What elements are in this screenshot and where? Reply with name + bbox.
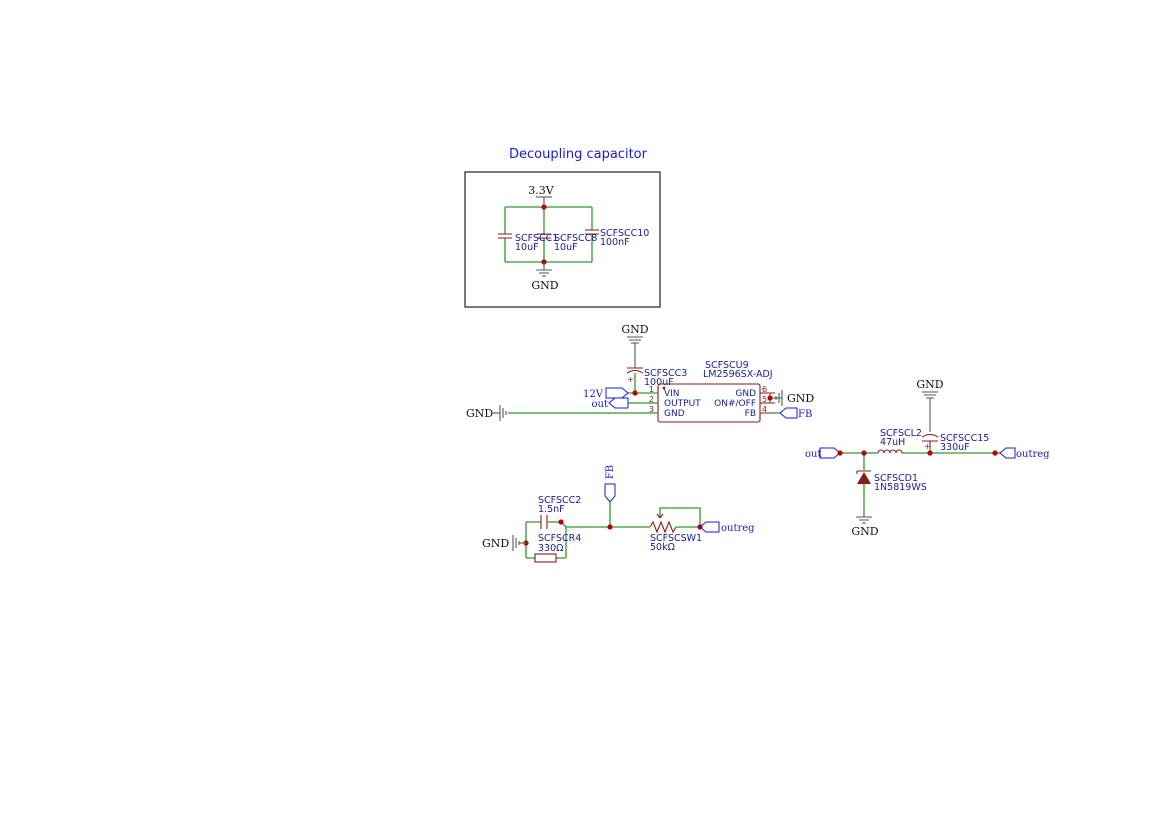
c15-value: 330uF bbox=[940, 442, 970, 453]
sw1-value: 50kΩ bbox=[650, 542, 675, 553]
c3-value: 100uF bbox=[644, 377, 674, 388]
pin-name-output: OUTPUT bbox=[664, 399, 701, 409]
power-label-3v3: 3.3V bbox=[528, 184, 554, 197]
pin-name-onoff: ON#/OFF bbox=[714, 399, 756, 409]
diode-d1-symbol bbox=[857, 472, 871, 484]
feedback-block: FB SCFSCC2 1.5nF SCFSCR4 330Ω SCFSCSW1 5… bbox=[482, 465, 755, 563]
pin-number-5: 5 bbox=[762, 395, 767, 404]
net-label-fb: FB bbox=[605, 465, 616, 479]
polarity-plus: + bbox=[924, 442, 931, 451]
net-flag-out bbox=[819, 447, 841, 459]
junction-dot bbox=[767, 395, 773, 401]
net-flag-fb bbox=[779, 407, 798, 419]
output-stage: out SCFSCL2 47uH GND + SCFSCC15 330uF ou… bbox=[805, 378, 1050, 538]
d1-ref: SCFSCD1 bbox=[874, 473, 918, 484]
net-label-out: out bbox=[592, 399, 608, 410]
sw1-ref: SCFSCSW1 bbox=[650, 533, 702, 544]
net-label-fb: FB bbox=[798, 409, 812, 420]
gnd-symbol bbox=[536, 269, 552, 277]
gnd-label-bottom: GND bbox=[851, 525, 878, 538]
gnd-symbol-bottom bbox=[856, 510, 872, 524]
pin-name-fb: FB bbox=[745, 409, 756, 419]
inductor-l2-symbol bbox=[877, 449, 903, 454]
c15-ref: SCFSCC15 bbox=[940, 433, 989, 444]
net-label-outreg: outreg bbox=[1016, 449, 1050, 460]
junction-dot bbox=[607, 524, 613, 530]
resistor-r4-symbol bbox=[534, 553, 557, 563]
ic-ref: SCFSCU9 bbox=[705, 360, 749, 371]
junction-dot bbox=[992, 450, 998, 456]
diode-d1-cathode bbox=[856, 470, 871, 474]
net-flag-outreg bbox=[999, 447, 1016, 459]
gnd-label-right: GND bbox=[787, 392, 814, 405]
junction-dot bbox=[861, 450, 867, 456]
junction-dot bbox=[837, 450, 843, 456]
polarity-plus: + bbox=[627, 375, 634, 384]
c8-value: 10uF bbox=[554, 242, 578, 253]
c8-ref: SCFSCC8 bbox=[554, 233, 597, 244]
l2-ref: SCFSCL2 bbox=[880, 428, 922, 439]
c2-ref: SCFSCC2 bbox=[538, 495, 581, 506]
pin-number-3: 3 bbox=[649, 405, 654, 414]
pin-number-6: 6 bbox=[762, 385, 767, 394]
decoupling-wires bbox=[504, 206, 593, 263]
c10-value: 100nF bbox=[600, 237, 630, 248]
potentiometer-sw1-symbol bbox=[649, 520, 677, 534]
junction-dot bbox=[558, 519, 564, 525]
gnd-label-left: GND bbox=[466, 407, 493, 420]
pin-number-2: 2 bbox=[649, 395, 654, 404]
c3-ref: SCFSCC3 bbox=[644, 368, 687, 379]
c10-ref: SCFSCC10 bbox=[600, 228, 649, 239]
capacitor-c15-symbol bbox=[921, 433, 939, 442]
gnd-symbol-top bbox=[627, 336, 643, 344]
gnd-symbol-left bbox=[499, 405, 507, 421]
gnd-label-top: GND bbox=[916, 378, 943, 391]
pin-name-gnd: GND bbox=[664, 409, 685, 419]
c1-value: 10uF bbox=[515, 242, 539, 253]
gnd-symbol bbox=[512, 535, 520, 551]
capacitor-c10-symbol bbox=[585, 229, 599, 235]
capacitor-c3-symbol bbox=[626, 367, 644, 374]
l2-value: 47uH bbox=[880, 437, 905, 448]
capacitor-c2-symbol bbox=[540, 515, 548, 529]
net-label-outreg: outreg bbox=[721, 523, 755, 534]
net-label-out: out bbox=[805, 449, 821, 460]
c1-ref: SCFSCC1 bbox=[515, 233, 558, 244]
junction-dot bbox=[632, 390, 638, 396]
gnd-label: GND bbox=[482, 537, 509, 550]
junction-dot bbox=[541, 204, 547, 210]
pin1-marker bbox=[662, 386, 666, 390]
decoupling-frame bbox=[464, 171, 661, 308]
decoupling-title: Decoupling capacitor bbox=[509, 147, 648, 162]
net-label-12v: 12V bbox=[583, 389, 604, 400]
net-flag-out bbox=[608, 397, 629, 409]
pin-name-vin: VIN bbox=[664, 389, 680, 399]
d1-value: 1N5819WS bbox=[874, 482, 927, 493]
pin-number-1: 1 bbox=[649, 385, 654, 394]
potentiometer-wiper bbox=[656, 513, 664, 519]
c2-value: 1.5nF bbox=[538, 504, 565, 515]
gnd-label-top: GND bbox=[621, 323, 648, 336]
r4-value: 330Ω bbox=[538, 543, 563, 554]
net-flag-outreg bbox=[699, 521, 720, 533]
r4-ref: SCFSCR4 bbox=[538, 533, 581, 544]
regulator-block: GND + SCFSCC3 100uF SCFSCU9 LM2596SX-ADJ… bbox=[466, 323, 814, 423]
capacitor-c1-symbol bbox=[498, 233, 512, 239]
net-flag-fb bbox=[604, 483, 616, 503]
gnd-symbol-right bbox=[775, 390, 783, 406]
gnd-symbol-top bbox=[922, 391, 938, 399]
output-wires bbox=[840, 448, 1000, 510]
gnd-label: GND bbox=[531, 279, 558, 292]
ic-part: LM2596SX-ADJ bbox=[703, 369, 773, 380]
pin-name-gnd-right: GND bbox=[735, 389, 756, 399]
junction-dot bbox=[927, 450, 933, 456]
capacitor-c8-symbol bbox=[537, 233, 551, 239]
pin-number-4: 4 bbox=[762, 405, 767, 414]
net-flag-12v bbox=[605, 387, 629, 399]
decoupling-block: Decoupling capacitor 3.3V SCFSCC1 10uF S… bbox=[464, 147, 661, 308]
